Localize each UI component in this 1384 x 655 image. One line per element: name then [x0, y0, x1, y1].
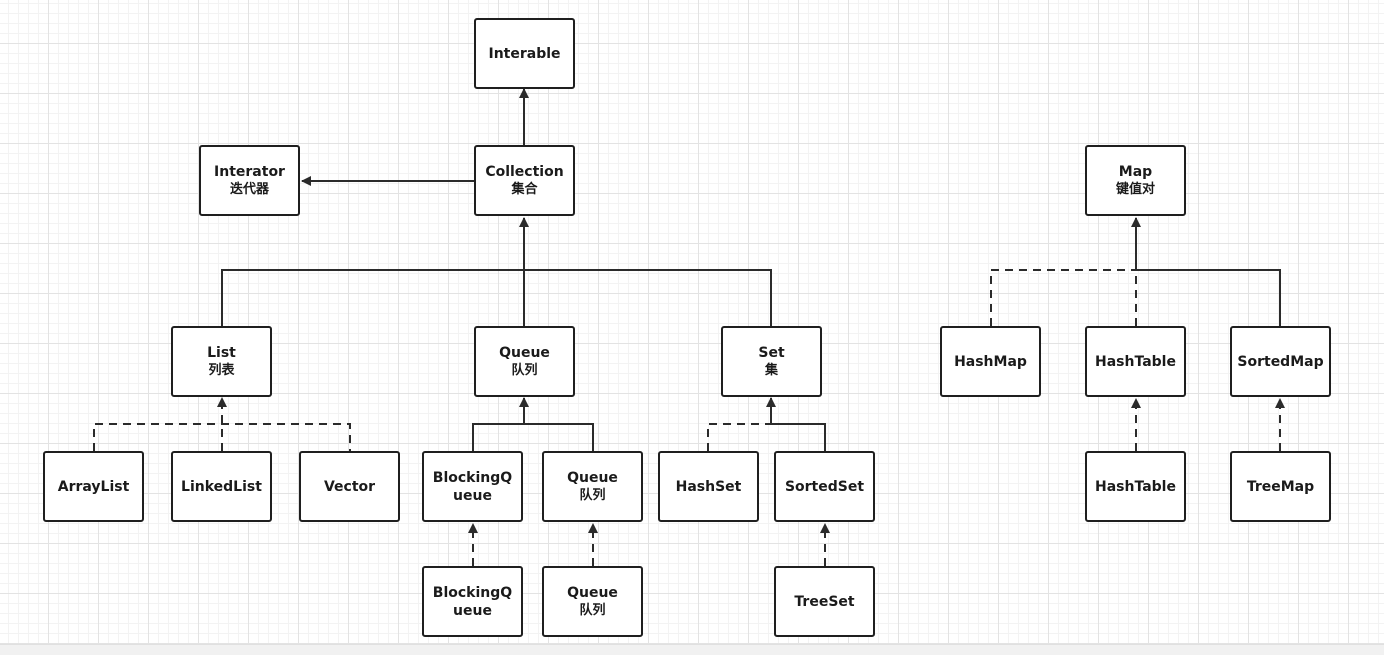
edge-blockingqueue-queue: [472, 423, 594, 451]
node-queue[interactable]: Queue 队列: [474, 326, 575, 397]
node-vector[interactable]: Vector: [299, 451, 400, 522]
node-treemap-label: TreeMap: [1246, 478, 1315, 495]
node-sortedmap-label: SortedMap: [1237, 353, 1324, 370]
node-list-label: List: [207, 344, 236, 361]
node-sortedset-label: SortedSet: [784, 478, 865, 495]
node-set[interactable]: Set 集: [721, 326, 822, 397]
edge-list-collection: [221, 269, 772, 326]
node-hashtable-sub-label: HashTable: [1095, 478, 1176, 495]
bottom-scroll-strip: [0, 644, 1384, 655]
node-queue-sub-1-label: Queue: [567, 469, 618, 486]
node-queue-sub-1[interactable]: Queue 队列: [542, 451, 643, 522]
node-map-label: Map: [1118, 163, 1153, 180]
node-set-label: Set: [758, 344, 785, 361]
node-vector-label: Vector: [323, 478, 376, 495]
node-blockingqueue-1[interactable]: BlockingQueue: [422, 451, 523, 522]
node-queue-sub-2-label: Queue: [567, 584, 618, 601]
node-collection-sublabel: 集合: [511, 181, 538, 197]
node-iterator-sublabel: 迭代器: [229, 181, 269, 197]
node-blockingqueue-2-label: BlockingQueue: [432, 584, 513, 619]
node-sortedmap[interactable]: SortedMap: [1230, 326, 1331, 397]
node-map[interactable]: Map 键值对: [1085, 145, 1186, 216]
node-hashtable[interactable]: HashTable: [1085, 326, 1186, 397]
node-queue-sub-2-sublabel: 队列: [579, 602, 606, 618]
node-iterator-label: Interator: [214, 163, 285, 180]
edge-hashset-set: [707, 423, 771, 451]
edge-hashmap-map: [990, 269, 1136, 326]
edge-sortedmap-map: [1131, 217, 1281, 326]
node-queue-label: Queue: [499, 344, 550, 361]
node-queue-sub-1-sublabel: 队列: [579, 487, 606, 503]
node-list[interactable]: List 列表: [171, 326, 272, 397]
node-hashset-label: HashSet: [675, 478, 742, 495]
node-blockingqueue-1-label: BlockingQueue: [432, 469, 513, 504]
node-collection-label: Collection: [485, 163, 564, 180]
node-queue-sublabel: 队列: [511, 362, 538, 378]
node-hashtable-label: HashTable: [1095, 353, 1176, 370]
node-queue-sub-2[interactable]: Queue 队列: [542, 566, 643, 637]
node-arraylist[interactable]: ArrayList: [43, 451, 144, 522]
node-treeset[interactable]: TreeSet: [774, 566, 875, 637]
node-map-sublabel: 键值对: [1115, 181, 1155, 197]
node-blockingqueue-2[interactable]: BlockingQueue: [422, 566, 523, 637]
node-iterator[interactable]: Interator 迭代器: [199, 145, 300, 216]
node-set-sublabel: 集: [764, 362, 778, 378]
node-treemap[interactable]: TreeMap: [1230, 451, 1331, 522]
node-list-sublabel: 列表: [208, 362, 235, 378]
edge-sortedset-set: [766, 397, 826, 451]
node-collection[interactable]: Collection 集合: [474, 145, 575, 216]
node-linkedlist-label: LinkedList: [181, 478, 262, 495]
node-interable-label: Interable: [488, 45, 561, 62]
node-hashmap-label: HashMap: [954, 353, 1027, 370]
node-hashmap[interactable]: HashMap: [940, 326, 1041, 397]
node-linkedlist[interactable]: LinkedList: [171, 451, 272, 522]
edge-arraylist-list: [93, 423, 351, 451]
node-sortedset[interactable]: SortedSet: [774, 451, 875, 522]
node-hashtable-sub[interactable]: HashTable: [1085, 451, 1186, 522]
node-treeset-label: TreeSet: [794, 593, 855, 610]
node-interable[interactable]: Interable: [474, 18, 575, 89]
node-hashset[interactable]: HashSet: [658, 451, 759, 522]
node-arraylist-label: ArrayList: [57, 478, 130, 495]
